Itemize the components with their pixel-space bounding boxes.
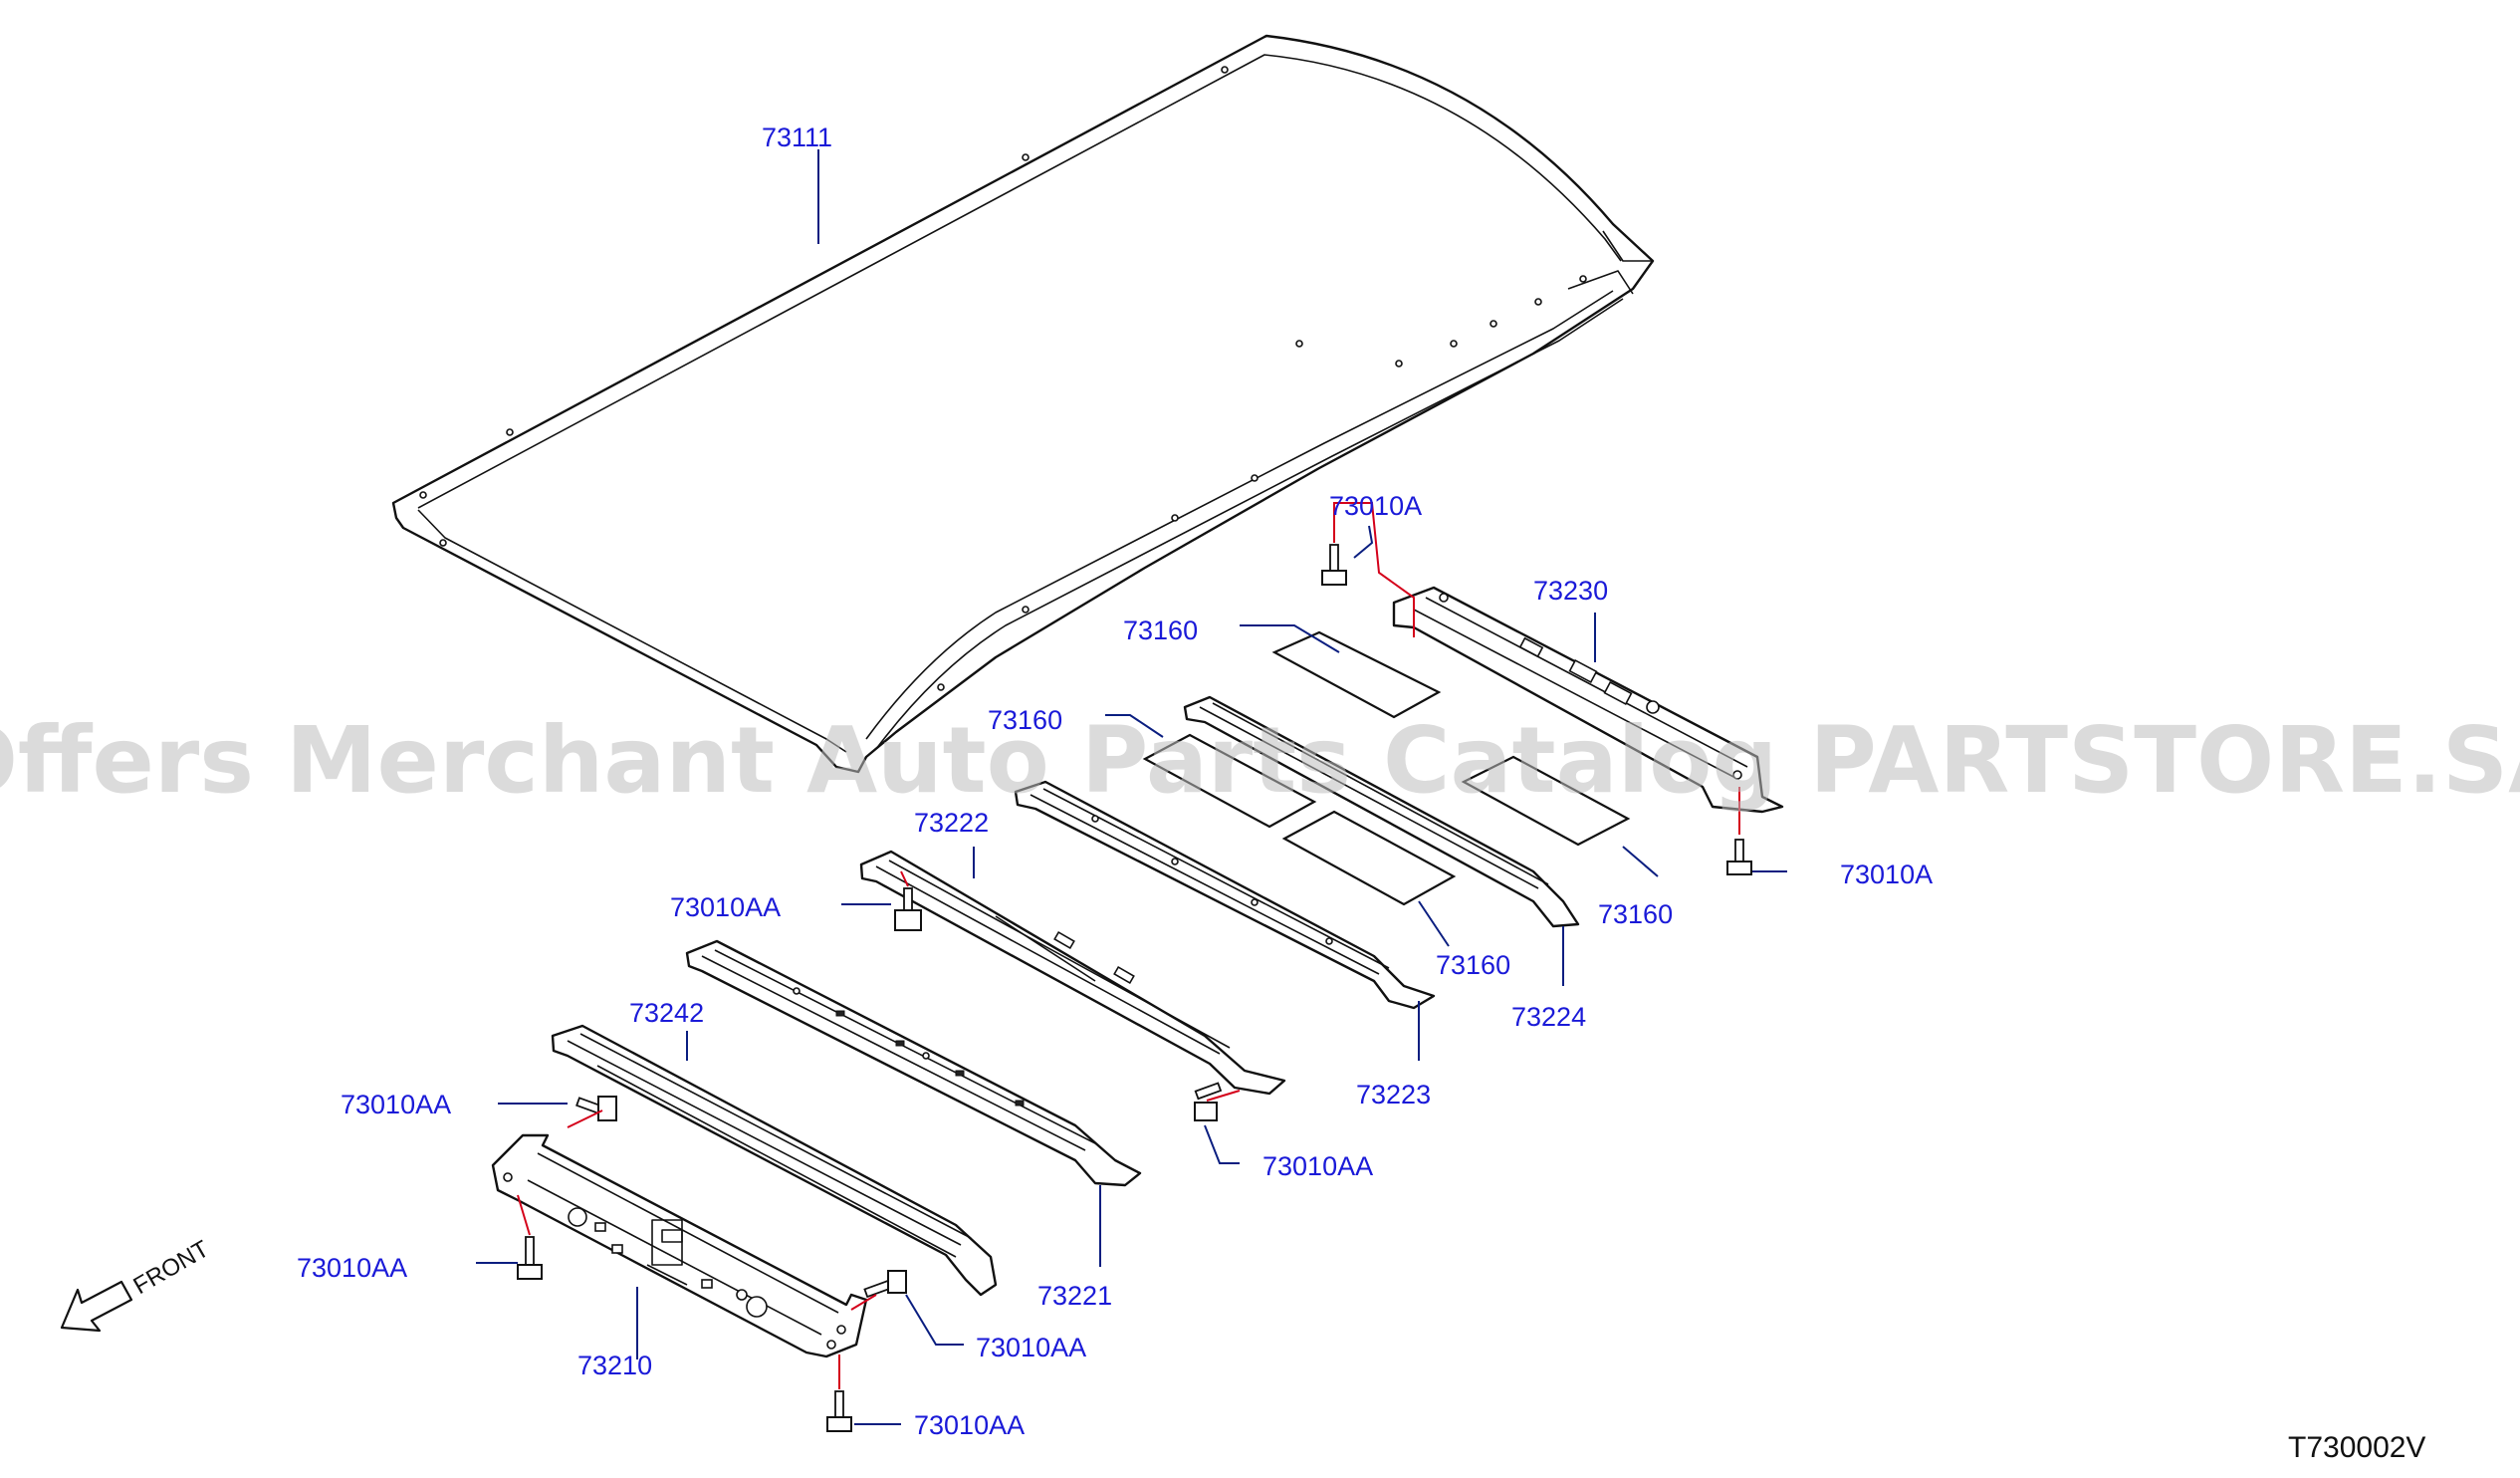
diagram-code: T730002V: [2288, 1431, 2425, 1464]
bolt-front-upper-icon: [575, 1096, 617, 1121]
pad-mid: [1142, 733, 1317, 829]
pad-right: [1461, 755, 1631, 847]
callout-leaders: [476, 149, 1787, 1425]
pad-lower: [1281, 810, 1457, 906]
roof-bow-73221: [685, 939, 1142, 1187]
watermark: Offers Merchant Auto Parts Catalog PARTS…: [0, 707, 2520, 814]
rear-rail: [1392, 586, 1784, 814]
bolt-front-left-icon: [517, 1236, 543, 1280]
bolt-bow-right-icon: [1194, 1082, 1223, 1121]
bolt-rear-lower-icon: [1726, 839, 1752, 875]
callout-bolt-left-upper: 73010AA: [670, 892, 781, 922]
callout-bolt-front-right: 73010AA: [976, 1333, 1086, 1362]
callout-bolt-bow-right: 73010AA: [1262, 1151, 1373, 1181]
callout-bolt-front-left: 73010AA: [297, 1253, 407, 1283]
roof-bow-73222: [859, 850, 1286, 1096]
roof-bow-73223: [1014, 780, 1436, 1010]
callout-bolt-front-bottom: 73010AA: [914, 1410, 1025, 1440]
callout-rear-rail: 73230: [1533, 576, 1608, 606]
bolt-front-right-icon: [863, 1270, 907, 1299]
callout-bow-242: 73242: [629, 998, 704, 1028]
bolt-left-upper-icon: [894, 887, 922, 931]
callout-pad-lower: 73160: [1436, 950, 1510, 980]
callout-pad-right: 73160: [1598, 899, 1673, 929]
callout-bolt-rear-lower: 73010A: [1840, 860, 1933, 889]
front-rail: [491, 1133, 868, 1358]
roof-bow-73224: [1183, 695, 1580, 928]
roof-bow-73242: [551, 1024, 998, 1297]
callout-labels: 73111 73010A 73230 73160 73160 73222 730…: [297, 123, 1933, 1440]
fastener-lines: [517, 502, 1740, 1389]
callout-bow-221: 73221: [1037, 1281, 1112, 1311]
callout-front-rail: 73210: [577, 1351, 652, 1380]
callout-bow-222: 73222: [914, 808, 989, 838]
front-direction-indicator: FRONT: [60, 1235, 214, 1333]
callout-bolt-rear-upper: 73010A: [1329, 491, 1422, 521]
callout-pad-upper: 73160: [1123, 616, 1198, 645]
roof-panel: [391, 34, 1655, 774]
bolt-front-bottom-icon: [826, 1390, 852, 1432]
front-label: FRONT: [129, 1235, 214, 1300]
callout-bow-223: 73223: [1356, 1080, 1431, 1109]
bolt-rear-upper-icon: [1321, 544, 1347, 586]
callout-bolt-front-upper: 73010AA: [341, 1090, 451, 1119]
callout-pad-mid: 73160: [988, 705, 1062, 735]
pad-upper: [1271, 630, 1442, 719]
roof-pads: [1142, 630, 1631, 906]
callout-roof-panel: 73111: [762, 123, 832, 152]
callout-bow-224: 73224: [1511, 1002, 1586, 1032]
front-arrow-icon: [60, 1280, 133, 1333]
